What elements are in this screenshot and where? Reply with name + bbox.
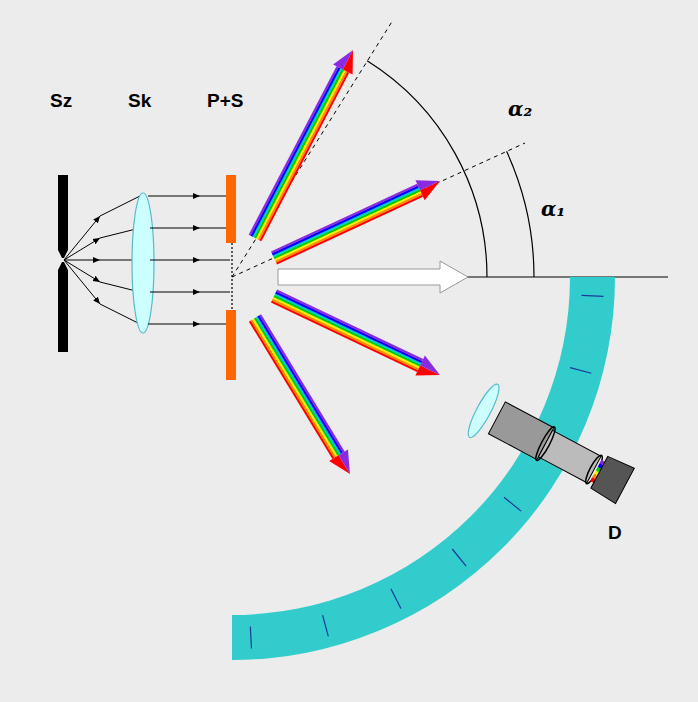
spectrum-stripe [272,187,418,255]
collimator-lens [132,193,154,333]
arrow-head [415,180,440,190]
spectrum-stripe [275,294,421,364]
slit [58,262,68,352]
grating-holder [226,175,236,243]
arrow-head [333,50,353,70]
arrow-head [420,356,440,375]
spectrum-stripe [277,196,423,264]
scale-tick [323,615,329,636]
spectrum-stripe [273,298,419,368]
spectrum-stripe [260,315,344,452]
spectrum-stripe [253,69,341,237]
spectrum-stripe [271,185,417,253]
spectrum-stripe [274,296,420,366]
angle-arc [507,151,534,277]
slit-label: Sz [50,90,72,112]
spectrum-stripe [276,194,422,262]
detector-label: D [608,522,622,544]
slit [58,175,68,258]
spectrum-stripe [255,70,343,238]
scale-tick [250,627,251,649]
spectrum-stripe [276,292,422,362]
scale-tick [391,589,401,609]
spectrum-beams [250,50,440,474]
spectrum-stripe [273,188,419,256]
scale-tick [504,497,521,511]
spectrum-stripe [271,301,417,371]
zero-order-beam [278,261,468,293]
angle-label: α₂ [508,97,532,121]
parallel-rays [148,196,230,324]
spectrum-stripe [257,317,341,454]
grating-label: P+S [207,90,243,112]
spectrum-stripe [250,67,338,235]
light-rays [64,196,140,324]
spectrum-stripe [260,72,348,240]
angle-arc [367,61,487,277]
scale-ticks [250,295,603,648]
scale-tick [570,368,591,374]
spectrum-stripe [255,318,339,455]
spectrum-stripe [277,291,423,361]
spectrum-stripe [250,321,334,458]
spectrum-stripe [272,300,418,370]
spectrum-stripe [251,68,339,236]
spectrum-stripe [258,316,342,453]
spectrum-stripe [259,71,347,239]
arrow-head [339,449,350,474]
spectrum-stripe [253,319,337,456]
angle-label: α₁ [541,197,565,221]
spectrum-stripe [274,190,420,258]
spectrum-stripe [257,70,345,238]
spectrum-stripe [252,320,336,457]
spectrum-stripe [275,192,421,260]
telescope [463,381,639,512]
lens-label: Sk [128,90,151,112]
scale-tick [582,295,604,296]
scale-tick [452,549,466,566]
angle-scale [232,277,615,660]
grating-holder [226,310,236,380]
